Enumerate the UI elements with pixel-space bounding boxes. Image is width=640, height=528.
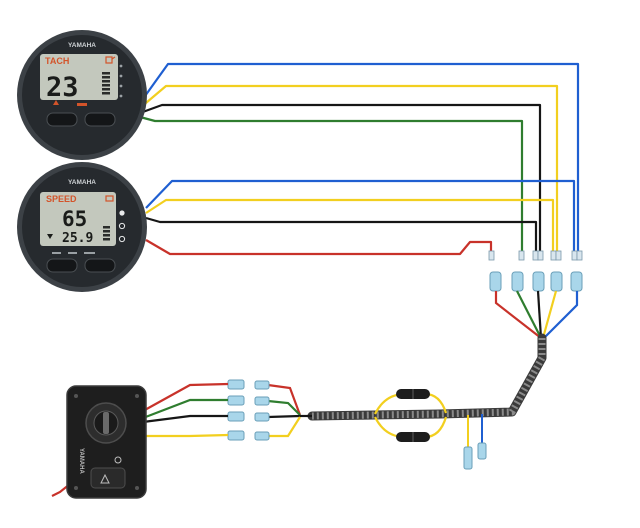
speed-right-button[interactable] <box>84 258 116 273</box>
speed-lcd-label: SPEED <box>46 194 77 204</box>
tach-bar-meter <box>102 72 110 95</box>
panel-screw-top-right <box>135 394 139 398</box>
speed-indicator-dots <box>118 210 126 243</box>
panel-screw-top-left <box>74 394 78 398</box>
speed-wire-yellow <box>145 198 555 252</box>
panel-screw-bottom-right <box>135 486 139 490</box>
harness-end-yellow <box>268 416 301 438</box>
connector-green <box>511 271 524 292</box>
speed-arrow-icon <box>47 234 53 239</box>
stop-switch[interactable] <box>90 467 126 489</box>
speed-button-captions <box>52 252 95 254</box>
panel-plug-red <box>227 379 245 390</box>
panel-brand-label: YAMAHA <box>78 448 84 474</box>
tach-lcd <box>40 54 118 100</box>
speed-wire-red <box>145 239 493 256</box>
connector-row <box>489 271 583 292</box>
panel-wire-yellow <box>143 433 229 438</box>
speed-lcd-subvalue: 25.9 <box>62 231 93 246</box>
tach-wire-green <box>139 115 524 252</box>
tach-status-mark <box>77 103 87 106</box>
connector-black <box>532 271 545 292</box>
panel-wire-green <box>142 398 228 420</box>
pin-black-a <box>532 250 539 261</box>
pigtails <box>463 414 487 470</box>
fan-wire-green <box>516 290 542 339</box>
speed-gauge: YAMAHA SPEED 65 25.9 <box>17 162 147 292</box>
fan-wire-red <box>494 291 542 339</box>
harness-plug-black <box>254 412 270 422</box>
tach-indicator-dots <box>119 64 123 98</box>
harness-ribbing <box>311 338 546 420</box>
pin-red <box>488 250 495 261</box>
fan-wire-blue <box>543 291 579 339</box>
connector-red <box>489 271 502 292</box>
harness-end-green <box>267 399 301 416</box>
panel-connectors <box>227 379 270 441</box>
fan-wire-black <box>536 290 543 339</box>
speed-wires <box>145 179 576 256</box>
pigtail-connector-blue <box>477 442 487 460</box>
tach-wire-yellow <box>139 84 559 252</box>
harness-plug-green <box>254 396 270 406</box>
panel-plug-green <box>227 395 245 406</box>
speed-bar-meter <box>103 226 110 241</box>
tach-gauge: YAMAHA TACH 23 <box>17 30 147 160</box>
speed-brand-label: YAMAHA <box>68 179 96 186</box>
harness-end-black-2 <box>267 414 301 419</box>
ignition-key-switch[interactable] <box>85 402 127 444</box>
harness-conduit <box>307 333 547 421</box>
pin-blue-b <box>576 250 583 261</box>
pin-green <box>518 250 525 261</box>
panel-plug-black <box>227 411 245 422</box>
connector-yellow <box>550 271 563 292</box>
fuse-loop <box>374 389 448 442</box>
speed-wire-blue <box>145 179 576 252</box>
speed-wire-black <box>145 216 538 252</box>
tach-left-button[interactable] <box>46 112 78 127</box>
panel-plug-yellow <box>227 430 245 441</box>
harness-plug-yellow <box>254 431 270 441</box>
fan-wire-yellow <box>541 290 558 339</box>
pin-yellow-a <box>550 250 557 261</box>
speed-left-button[interactable] <box>46 258 78 273</box>
panel-screw-bottom-left <box>74 486 78 490</box>
pin-blue-a <box>571 250 578 261</box>
tach-brand-label: YAMAHA <box>68 42 96 49</box>
tach-wires <box>139 62 580 252</box>
tach-right-button[interactable] <box>84 112 116 127</box>
switch-panel: YAMAHA <box>66 385 147 499</box>
fan-in-wires <box>494 290 579 339</box>
harness-plug-red <box>254 380 270 390</box>
tach-wire-blue <box>139 62 580 252</box>
pin-row <box>488 250 583 261</box>
pin-yellow-b <box>555 250 562 261</box>
tach-lcd-label: TACH <box>45 56 69 66</box>
panel-wire-red <box>142 382 229 412</box>
connector-blue <box>570 271 583 292</box>
panel-wire-black <box>142 414 228 424</box>
speed-lcd-value: 65 <box>62 207 87 231</box>
tach-wire-black <box>139 103 542 252</box>
pigtail-connector-yellow <box>463 446 473 470</box>
speed-lcd <box>40 192 116 246</box>
pin-black-b <box>537 250 544 261</box>
harness-end-wires <box>267 383 312 438</box>
key-icon <box>114 456 122 464</box>
harness <box>307 333 547 421</box>
tach-lcd-value: 23 <box>46 72 79 103</box>
fuel-icon <box>105 56 116 64</box>
tach-warning-icon <box>53 100 59 105</box>
harness-end-red <box>267 383 302 416</box>
engine-icon <box>105 195 114 202</box>
